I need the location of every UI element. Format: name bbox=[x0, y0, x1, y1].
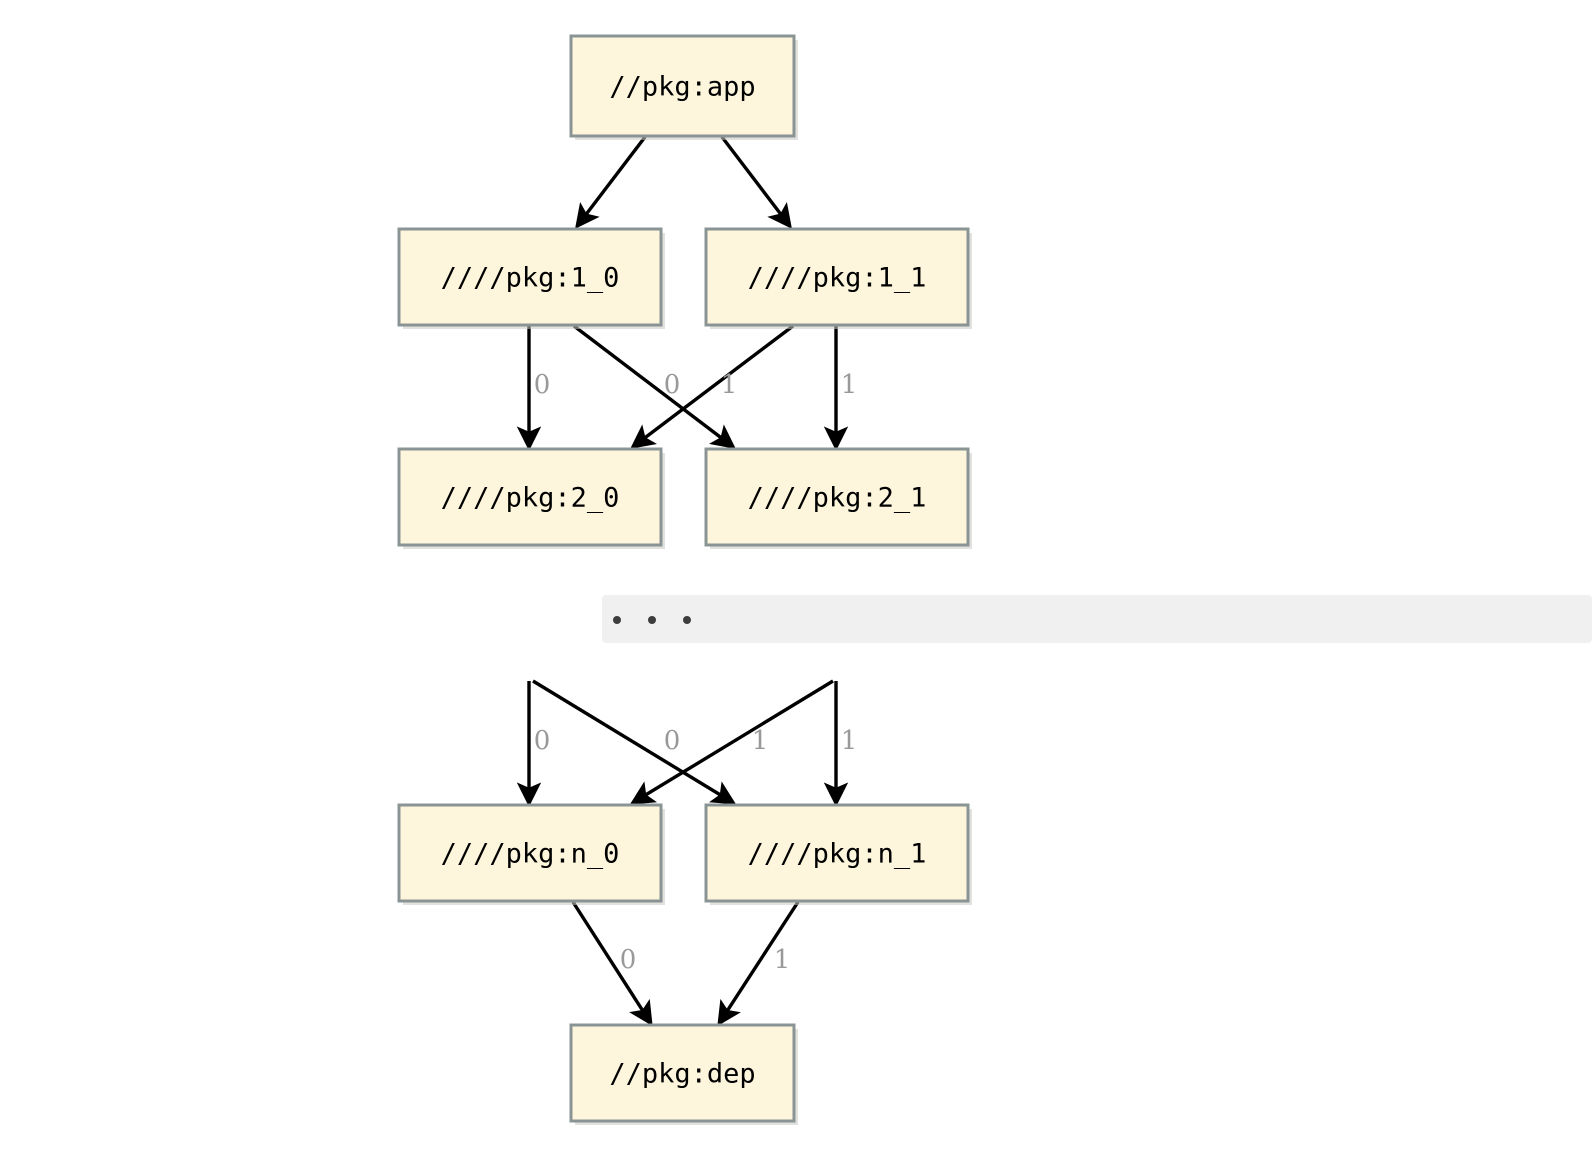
graph-edge: 0 bbox=[572, 324, 736, 449]
node-box[interactable] bbox=[397, 447, 663, 547]
graph-node-1_1[interactable]: ////pkg:1_1 bbox=[704, 227, 972, 329]
ellipsis-dot bbox=[648, 616, 656, 624]
graph-node-n_0[interactable]: ////pkg:n_0 bbox=[397, 803, 665, 905]
edge-line bbox=[720, 135, 792, 229]
edges-layer: 0 0 1 1 0 0 1 1 0 1 bbox=[516, 135, 858, 1027]
edge-line bbox=[572, 324, 736, 449]
graph-edge: 0 bbox=[516, 681, 551, 807]
node-box[interactable] bbox=[569, 1023, 796, 1123]
edge-label: 0 bbox=[534, 726, 551, 756]
edge-line bbox=[575, 135, 647, 229]
ellipsis-dot bbox=[683, 616, 691, 624]
graph-edge: 1 bbox=[823, 326, 858, 451]
edge-label: 0 bbox=[620, 945, 637, 975]
edge-line bbox=[532, 679, 737, 805]
graph-node-1_0[interactable]: ////pkg:1_0 bbox=[397, 227, 665, 329]
graph-edge bbox=[575, 135, 647, 229]
graph-edge: 1 bbox=[630, 324, 795, 449]
ellipsis-separator bbox=[602, 595, 1592, 643]
graph-node-app[interactable]: //pkg:app bbox=[569, 34, 798, 140]
node-label: ////pkg:n_0 bbox=[441, 839, 620, 870]
node-box[interactable] bbox=[704, 447, 970, 547]
node-box[interactable] bbox=[704, 227, 970, 327]
ellipsis-band-background bbox=[602, 595, 1592, 643]
edge-label: 0 bbox=[534, 370, 551, 400]
node-box[interactable] bbox=[704, 803, 970, 903]
edge-label: 1 bbox=[721, 370, 738, 400]
graph-node-2_0[interactable]: ////pkg:2_0 bbox=[397, 447, 665, 549]
edge-line bbox=[630, 324, 795, 449]
nodes-layer: //pkg:app ////pkg:1_0 ////pkg:1_1 ////pkg:2… bbox=[397, 34, 972, 1125]
node-label: ////pkg:2_1 bbox=[748, 483, 927, 514]
node-label: //pkg:app bbox=[609, 72, 755, 103]
edge-label: 0 bbox=[664, 370, 681, 400]
graph-edge: 1 bbox=[823, 681, 858, 807]
graph-edge bbox=[720, 135, 792, 229]
graph-edge: 1 bbox=[717, 901, 800, 1027]
edge-label: 1 bbox=[752, 726, 769, 756]
graph-node-n_1[interactable]: ////pkg:n_1 bbox=[704, 803, 972, 905]
edge-label: 1 bbox=[841, 370, 858, 400]
node-box[interactable] bbox=[397, 227, 663, 327]
edge-line bbox=[571, 901, 653, 1027]
edge-line bbox=[629, 679, 834, 805]
node-label: ////pkg:n_1 bbox=[748, 839, 927, 870]
edge-label: 0 bbox=[664, 726, 681, 756]
graph-node-2_1[interactable]: ////pkg:2_1 bbox=[704, 447, 972, 549]
node-box[interactable] bbox=[397, 803, 663, 903]
graph-edge: 0 bbox=[532, 679, 737, 805]
node-label: //pkg:dep bbox=[609, 1059, 755, 1090]
edge-label: 1 bbox=[774, 945, 791, 975]
node-label: ////pkg:2_0 bbox=[441, 483, 620, 514]
ellipsis-dot bbox=[613, 616, 621, 624]
graph-edge: 1 bbox=[629, 679, 834, 805]
graph-edge: 0 bbox=[516, 326, 551, 451]
edge-label: 1 bbox=[841, 726, 858, 756]
node-label: ////pkg:1_0 bbox=[441, 263, 620, 294]
graph-node-dep[interactable]: //pkg:dep bbox=[569, 1023, 798, 1125]
graph-edge: 0 bbox=[571, 901, 653, 1027]
edge-line bbox=[717, 901, 800, 1027]
node-label: ////pkg:1_1 bbox=[748, 263, 927, 294]
node-box[interactable] bbox=[569, 34, 796, 138]
